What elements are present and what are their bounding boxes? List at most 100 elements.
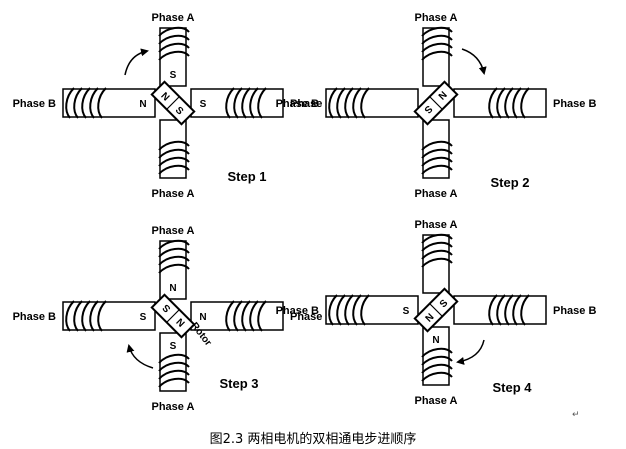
bottom-coil <box>421 347 453 358</box>
top-coil <box>158 255 190 266</box>
right-coil <box>488 294 498 326</box>
left-pole-letter: S <box>140 312 147 323</box>
left-coil <box>336 87 346 119</box>
bottom-coil <box>421 156 453 167</box>
rotor: NS <box>150 293 196 339</box>
top-pole-core <box>159 27 187 87</box>
left-coil <box>65 87 75 119</box>
phase-b-left-label: Phase B <box>276 98 319 110</box>
right-coil <box>512 294 522 326</box>
top-coil <box>421 42 453 53</box>
right-coil <box>233 87 243 119</box>
top-coil <box>158 263 190 274</box>
rotation-arrow <box>461 48 487 75</box>
phase-a-top-label: Phase A <box>151 225 194 237</box>
rotation-arrow <box>124 48 149 76</box>
left-coil <box>89 300 99 332</box>
top-coil <box>158 247 190 258</box>
right-coil <box>520 294 530 326</box>
left-coil <box>336 294 346 326</box>
phase-a-bottom-label: Phase A <box>414 188 457 200</box>
right-pole-core <box>190 88 284 118</box>
bottom-coil <box>421 140 453 151</box>
bottom-coil <box>421 363 453 374</box>
phase-b-right-label: Phase B <box>290 311 333 323</box>
bottom-pole-core <box>159 119 187 179</box>
right-coil <box>257 300 267 332</box>
step-label: Step 4 <box>492 380 532 395</box>
right-coil <box>520 87 530 119</box>
bottom-coil <box>158 156 190 167</box>
right-coil <box>504 294 514 326</box>
left-coil <box>89 87 99 119</box>
left-coil <box>81 300 91 332</box>
left-coil <box>328 87 338 119</box>
phase-a-top-label: Phase A <box>151 12 194 24</box>
top-coil <box>158 50 190 61</box>
phase-a-bottom-label: Phase A <box>414 395 457 407</box>
top-pole-letter: S <box>170 70 177 81</box>
top-pole-core <box>422 234 450 294</box>
left-pole-letter: S <box>403 306 410 317</box>
rotor-divider <box>429 303 443 317</box>
rotation-arrow <box>456 339 485 365</box>
top-coil <box>421 233 453 244</box>
top-coil <box>421 257 453 268</box>
bottom-coil <box>421 164 453 175</box>
bottom-coil <box>421 371 453 382</box>
step-label: Step 1 <box>227 169 266 184</box>
rotor: NS <box>413 80 459 126</box>
left-coil <box>360 294 370 326</box>
bottom-pole-core <box>159 332 187 392</box>
left-coil <box>73 300 83 332</box>
left-coil <box>352 87 362 119</box>
left-coil <box>81 87 91 119</box>
right-coil <box>257 87 267 119</box>
bottom-coil <box>158 361 190 372</box>
top-pole-letter: N <box>169 283 176 294</box>
right-coil <box>225 87 235 119</box>
left-pole-letter: N <box>139 99 146 110</box>
left-coil <box>65 300 75 332</box>
right-coil <box>225 300 235 332</box>
top-coil <box>158 42 190 53</box>
bottom-coil <box>158 369 190 380</box>
bottom-pole-letter: N <box>432 335 439 346</box>
right-coil <box>249 300 259 332</box>
right-coil <box>241 87 251 119</box>
rotor: NS <box>150 80 196 126</box>
left-coil <box>97 300 107 332</box>
step-label: Step 3 <box>219 376 258 391</box>
bottom-coil <box>158 140 190 151</box>
left-coil <box>328 294 338 326</box>
phase-b-left-label: Phase B <box>13 311 56 323</box>
return-mark: ↵ <box>572 410 580 420</box>
bottom-coil <box>158 164 190 175</box>
rotor-divider <box>166 96 180 110</box>
bottom-coil <box>421 148 453 159</box>
right-coil <box>241 300 251 332</box>
rotor-divider <box>166 309 180 323</box>
left-coil <box>344 87 354 119</box>
figure-caption: 图2.3 两相电机的双相通电步进顺序 <box>209 432 417 447</box>
bottom-coil <box>158 148 190 159</box>
right-coil <box>512 87 522 119</box>
left-coil <box>73 87 83 119</box>
phase-b-right-label: Phase B <box>290 98 333 110</box>
right-pole-letter: S <box>200 99 207 110</box>
left-pole-core <box>325 295 419 325</box>
phase-b-left-label: Phase B <box>276 305 319 317</box>
top-coil <box>421 241 453 252</box>
right-coil <box>496 87 506 119</box>
right-coil <box>496 294 506 326</box>
right-coil <box>249 87 259 119</box>
top-coil <box>158 26 190 37</box>
phase-b-right-label: Phase B <box>553 98 596 110</box>
rotation-arrow <box>126 344 154 369</box>
top-coil <box>421 26 453 37</box>
